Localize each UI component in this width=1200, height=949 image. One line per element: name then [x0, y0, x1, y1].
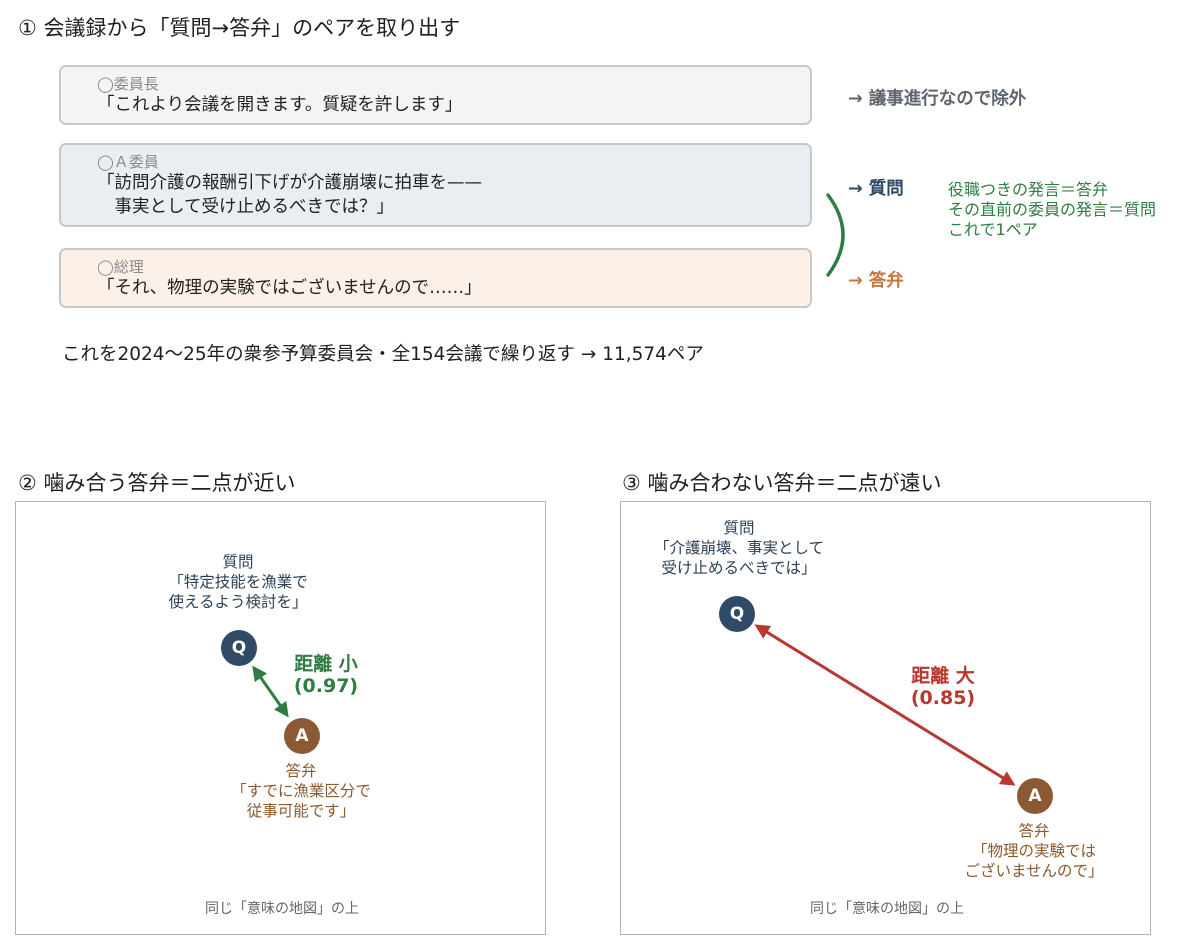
repeat-summary: これを2024〜25年の衆参予算委員会・全154会議で繰り返す → 11,574…: [62, 344, 704, 365]
pair-rule-note: 役職つきの発言＝答弁 その直前の委員の発言＝質問 これで1ペア: [948, 180, 1156, 240]
pair-bracket-curve: [826, 193, 845, 277]
answer-label: 答弁 「すでに漁業区分で 従事可能です」: [231, 762, 371, 820]
panel-near: 質問 「特定技能を漁業で 使えるよう検討を」 Q 距離 小 (0.97) A 答…: [15, 501, 546, 935]
section2-title: ② 噛み合う答弁＝二点が近い: [18, 471, 296, 495]
answer-point: A: [284, 718, 320, 754]
distance-label: 距離 大 (0.85): [910, 665, 976, 709]
utterance-card-chair: ◯委員長 「これより会議を開きます。質疑を許します」: [59, 65, 812, 125]
question-point: Q: [719, 596, 755, 632]
side-label-answer: → 答弁: [848, 271, 904, 291]
utterance-text: 「訪問介護の報酬引下げが介護崩壊に拍車を—— 事実として受け止めるべきでは？」: [97, 173, 482, 217]
question-point: Q: [221, 630, 257, 666]
distance-line: [754, 624, 1016, 786]
utterance-card-member: ◯Ａ委員 「訪問介護の報酬引下げが介護崩壊に拍車を—— 事実として受け止めるべき…: [59, 143, 812, 227]
panel-footer: 同じ「意味の地図」の上: [205, 901, 359, 917]
distance-line: [252, 665, 289, 718]
distance-label: 距離 小 (0.97): [293, 653, 359, 697]
note-line: その直前の委員の発言＝質問: [948, 200, 1157, 219]
near-arrow: [252, 665, 289, 718]
speaker-label: ◯Ａ委員: [97, 153, 159, 171]
speaker-label: ◯委員長: [97, 75, 159, 93]
utterance-card-pm: ◯総理 「それ、物理の実験ではございませんので……」: [59, 248, 812, 308]
side-label-question: → 質問: [848, 179, 904, 199]
note-line: これで1ペア: [948, 220, 1038, 239]
section1-title: ① 会議録から「質問→答弁」のペアを取り出す: [18, 16, 461, 40]
panel-far: 質問 「介護崩壊、事実として 受け止めるべきでは」 Q 距離 大 (0.85) …: [620, 501, 1151, 935]
far-arrow: [754, 624, 1016, 786]
note-line: 役職つきの発言＝答弁: [948, 180, 1109, 199]
utterance-text: 「それ、物理の実験ではございませんので……」: [97, 278, 482, 298]
question-label: 質問 「特定技能を漁業で 使えるよう検討を」: [168, 553, 308, 611]
question-label: 質問 「介護崩壊、事実として 受け止めるべきでは」: [653, 519, 825, 577]
section3-title: ③ 噛み合わない答弁＝二点が遠い: [622, 471, 942, 495]
answer-point: A: [1017, 778, 1053, 814]
speaker-label: ◯総理: [97, 258, 144, 276]
panel-footer: 同じ「意味の地図」の上: [810, 901, 964, 917]
utterance-text: 「これより会議を開きます。質疑を許します」: [97, 95, 463, 115]
side-label-excluded: → 議事進行なので除外: [848, 89, 1027, 109]
answer-label: 答弁 「物理の実験では ございませんので」: [964, 822, 1104, 880]
